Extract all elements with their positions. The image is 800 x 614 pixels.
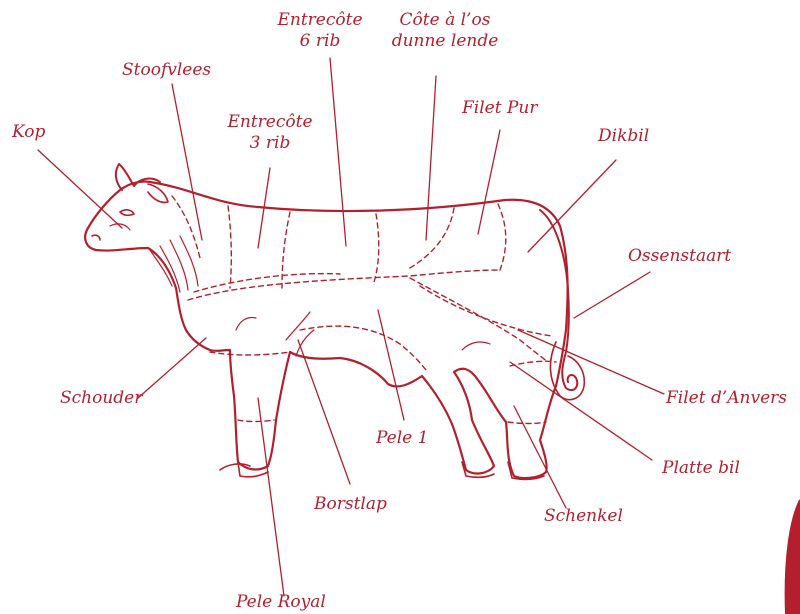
label-entrecote-3-line1: Entrecôte [227, 112, 312, 133]
label-stoofvlees: Stoofvlees [122, 60, 211, 81]
label-kop: Kop [12, 122, 45, 143]
label-borstlap: Borstlap [314, 494, 387, 515]
label-entrecote-6-line2: 6 rib [277, 31, 362, 52]
corner-circle [786, 500, 800, 614]
label-platte-bil: Platte bil [662, 458, 740, 479]
label-cote-a-los: Côte à l’os dunne lende [392, 10, 499, 52]
label-entrecote-3-rib: Entrecôte 3 rib [227, 112, 312, 154]
label-pele-royal: Pele Royal [236, 592, 326, 613]
label-dikbil: Dikbil [598, 126, 649, 147]
cow-outline [85, 181, 567, 478]
label-entrecote-6-rib: Entrecôte 6 rib [277, 10, 362, 52]
label-ossenstaart: Ossenstaart [628, 246, 731, 267]
label-cote-a-los-line2: dunne lende [392, 31, 499, 52]
label-schouder: Schouder [60, 388, 142, 409]
label-pele-1: Pele 1 [376, 428, 428, 449]
label-entrecote-3-line2: 3 rib [227, 133, 312, 154]
label-filet-pur: Filet Pur [462, 98, 537, 119]
label-schenkel: Schenkel [544, 506, 623, 527]
label-cote-a-los-line1: Côte à l’os [392, 10, 499, 31]
label-filet-danvers: Filet d’Anvers [666, 388, 787, 409]
tail [540, 210, 577, 390]
label-entrecote-6-line1: Entrecôte [277, 10, 362, 31]
